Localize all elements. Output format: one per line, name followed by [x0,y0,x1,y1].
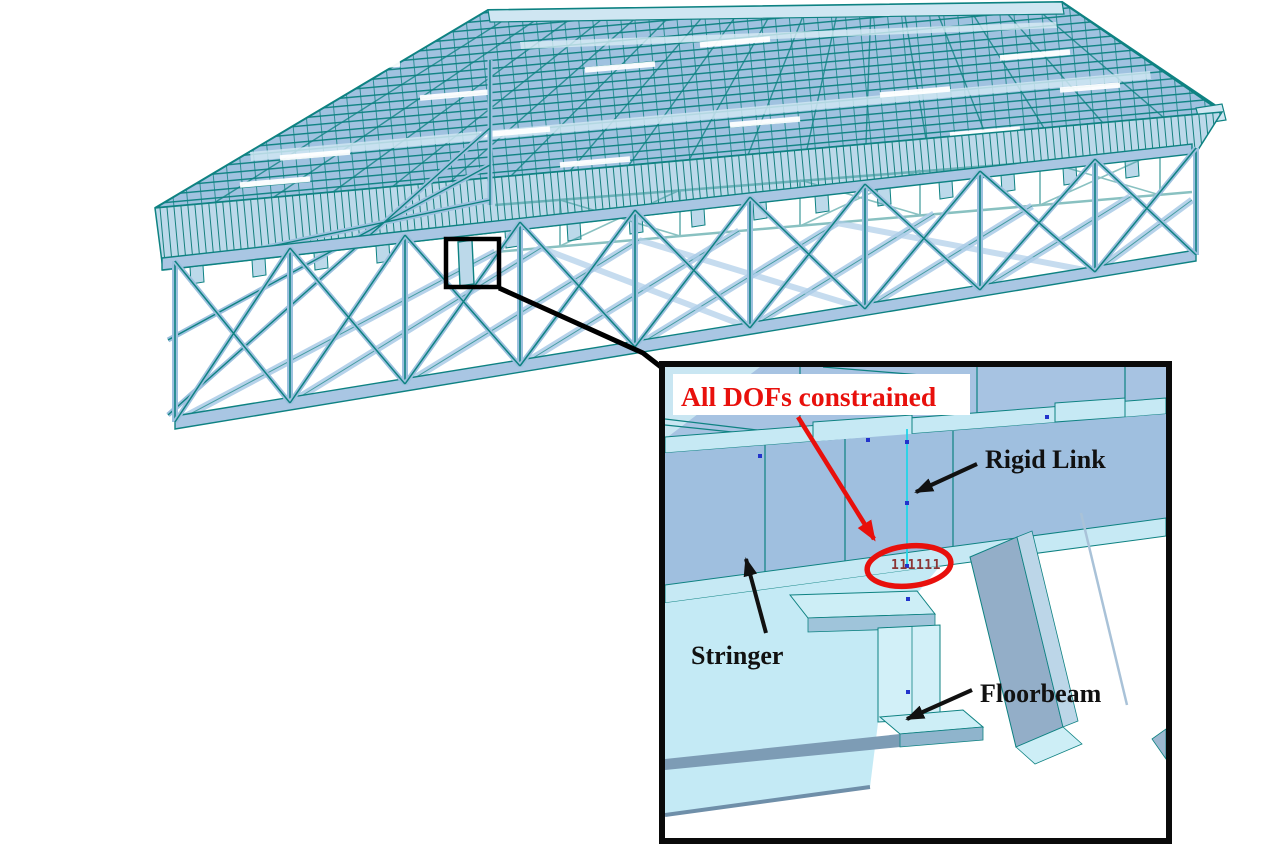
rigid-link-label: Rigid Link [985,445,1106,474]
stringer-label: Stringer [691,641,783,670]
node-dots [758,415,1049,694]
callout-connector-line [497,285,663,369]
detail-inset: 111111 All DOFs constrained Rigid Link S… [659,361,1172,844]
stringer-arrow [743,557,768,634]
constraint-tick-marks: 111111 [891,558,941,573]
inset-annotations: All DOFs constrained Rigid Link Stringer… [673,374,1106,721]
callout-rectangle [443,236,502,290]
rigid-link-arrow [914,462,978,494]
constraint-label: All DOFs constrained [681,381,936,412]
constraint-ellipse [864,542,954,590]
floorbeam-label: Floorbeam [980,679,1102,708]
callout-bracket [457,239,475,287]
constraint-label-background [673,374,970,415]
constraint-arrow [796,415,876,542]
inset-geometry: 111111 [665,367,1166,817]
inset-view: 111111 All DOFs constrained Rigid Link S… [665,367,1166,817]
floorbeam-arrow [905,688,973,721]
floorbeam-geometry [665,590,985,770]
callout [443,236,663,369]
near-truss [161,60,1199,430]
